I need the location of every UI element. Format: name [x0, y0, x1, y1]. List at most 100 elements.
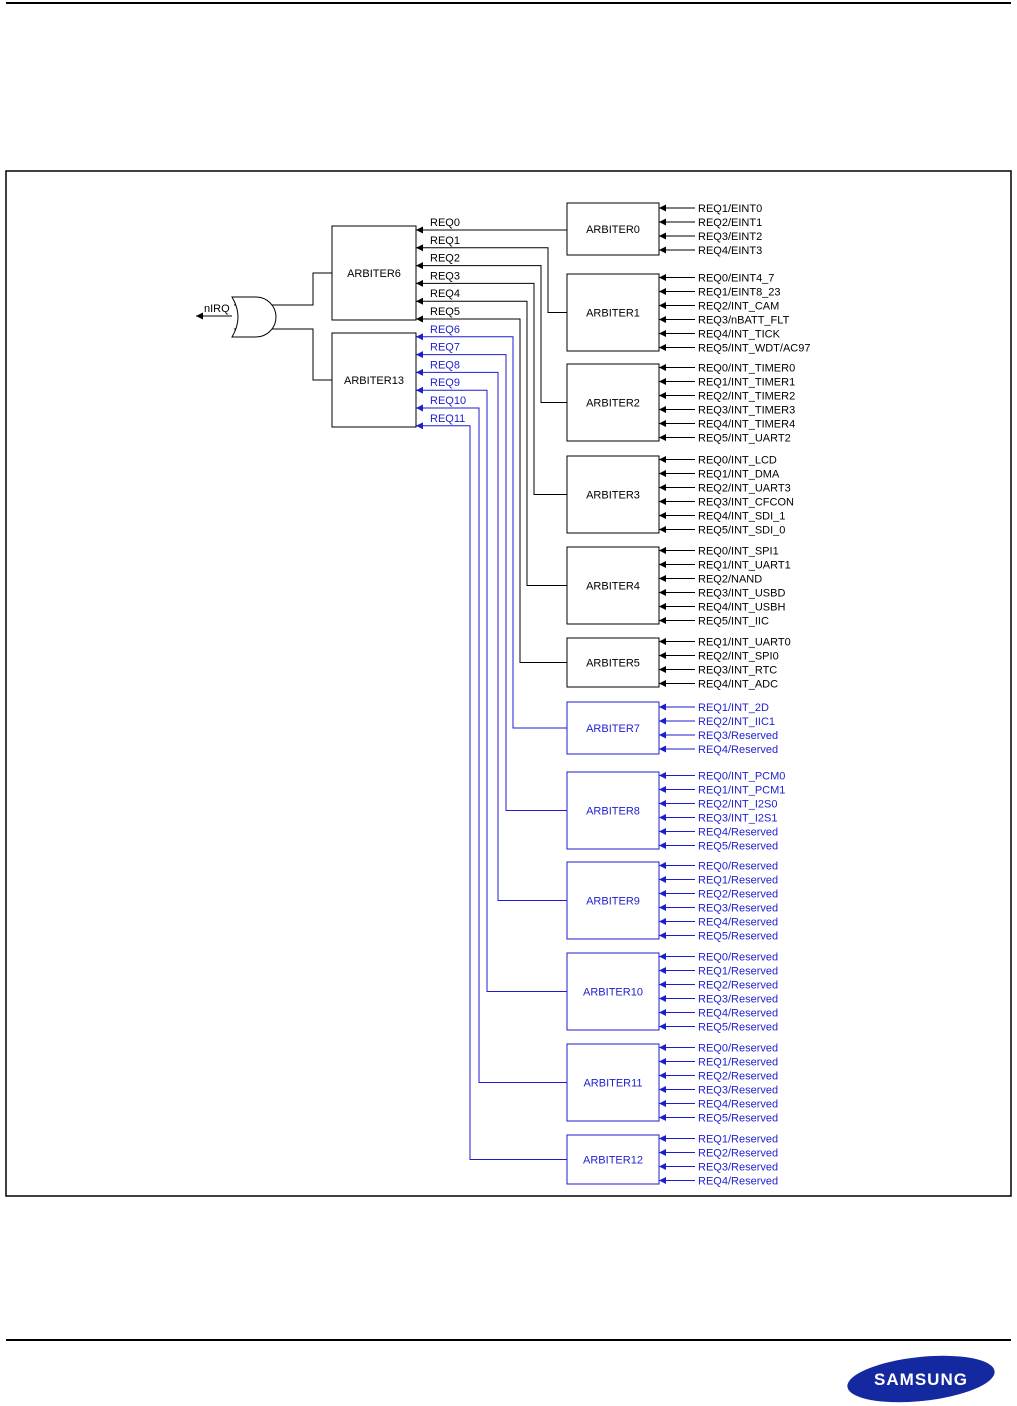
input-label-arbiter8-5: REQ5/Reserved	[698, 841, 778, 853]
input-label-arbiter11-4: REQ4/Reserved	[698, 1099, 778, 1111]
label-arbiter11: ARBITER11	[583, 1078, 642, 1090]
route-arbiter2	[416, 262, 567, 403]
box-arbiter0	[566, 202, 660, 256]
input-label-arbiter4-5: REQ5/INT_IIC	[698, 616, 769, 628]
label-arbiter2: ARBITER2	[586, 398, 640, 410]
box-arbiter10	[566, 952, 660, 1031]
req-label-req0: REQ0	[430, 217, 460, 229]
label-arbiter7: ARBITER7	[586, 723, 640, 735]
header-rule	[6, 2, 1011, 4]
req-label-req1: REQ1	[430, 235, 460, 247]
route-arbiter3	[416, 279, 567, 495]
arbiter-boxes	[331, 202, 660, 1185]
line-arbiter13-to-gate	[234, 325, 332, 381]
input-label-arbiter5-3: REQ4/INT_ADC	[698, 679, 778, 691]
input-label-arbiter12-3: REQ4/Reserved	[698, 1176, 778, 1188]
input-label-arbiter1-1: REQ1/EINT8_23	[698, 287, 781, 299]
input-label-arbiter2-0: REQ0/INT_TIMER0	[698, 363, 795, 375]
input-label-arbiter4-1: REQ1/INT_UART1	[698, 560, 791, 572]
input-label-arbiter9-5: REQ5/Reserved	[698, 931, 778, 943]
input-label-arbiter2-5: REQ5/INT_UART2	[698, 433, 791, 445]
input-label-arbiter12-2: REQ3/Reserved	[698, 1162, 778, 1174]
input-label-arbiter9-0: REQ0/Reserved	[698, 861, 778, 873]
input-label-arbiter1-5: REQ5/INT_WDT/AC97	[698, 343, 810, 355]
box-arbiter12	[566, 1134, 660, 1185]
route-arbiter7	[416, 333, 567, 729]
input-label-arbiter4-4: REQ4/INT_USBH	[698, 602, 785, 614]
input-label-arbiter10-2: REQ2/Reserved	[698, 980, 778, 992]
line-arbiter6-to-gate	[234, 272, 332, 309]
input-label-arbiter1-3: REQ3/nBATT_FLT	[698, 315, 790, 327]
label-arbiter5: ARBITER5	[586, 658, 640, 670]
input-label-arbiter7-0: REQ1/INT_2D	[698, 702, 769, 714]
input-label-arbiter7-1: REQ2/INT_IIC1	[698, 716, 775, 728]
input-label-arbiter12-0: REQ1/Reserved	[698, 1134, 778, 1146]
input-label-arbiter3-5: REQ5/INT_SDI_0	[698, 525, 785, 537]
box-arbiter13	[331, 332, 417, 428]
route-arbiter10	[416, 386, 567, 992]
input-label-arbiter9-3: REQ3/Reserved	[698, 903, 778, 915]
input-label-arbiter10-5: REQ5/Reserved	[698, 1022, 778, 1034]
input-label-arbiter8-2: REQ2/INT_I2S0	[698, 799, 777, 811]
label-arbiter1: ARBITER1	[586, 308, 640, 320]
box-arbiter7	[566, 701, 660, 755]
box-arbiter3	[566, 455, 660, 534]
input-label-arbiter2-3: REQ3/INT_TIMER3	[698, 405, 795, 417]
input-label-arbiter3-0: REQ0/INT_LCD	[698, 455, 777, 467]
input-label-arbiter2-1: REQ1/INT_TIMER1	[698, 377, 795, 389]
route-arbiter1	[416, 244, 567, 313]
input-label-arbiter0-1: REQ2/EINT1	[698, 217, 762, 229]
input-label-arbiter4-0: REQ0/INT_SPI1	[698, 546, 779, 558]
label-arbiter3: ARBITER3	[586, 490, 640, 502]
label-arbiter10: ARBITER10	[583, 987, 643, 999]
route-arbiter5	[416, 315, 567, 663]
req-label-req7: REQ7	[430, 342, 460, 354]
input-label-arbiter8-3: REQ3/INT_I2S1	[698, 813, 777, 825]
and-gate-shape	[231, 296, 277, 338]
req-label-req11: REQ11	[430, 413, 465, 425]
input-label-arbiter10-4: REQ4/Reserved	[698, 1008, 778, 1020]
label-arbiter13: ARBITER13	[344, 375, 404, 387]
label-arbiter12: ARBITER12	[583, 1155, 643, 1167]
input-label-arbiter10-1: REQ1/Reserved	[698, 966, 778, 978]
req-label-req2: REQ2	[430, 253, 460, 265]
input-label-arbiter10-0: REQ0/Reserved	[698, 952, 778, 964]
samsung-logo: SAMSUNG	[847, 1355, 995, 1403]
input-label-arbiter0-2: REQ3/EINT2	[698, 231, 762, 243]
input-label-arbiter2-4: REQ4/INT_TIMER4	[698, 419, 795, 431]
input-label-arbiter4-2: REQ2/NAND	[698, 574, 762, 586]
input-label-arbiter7-3: REQ4/Reserved	[698, 744, 778, 756]
samsung-logo-ellipse	[847, 1355, 995, 1403]
and-gate: nIRQ	[196, 296, 277, 338]
input-label-arbiter11-2: REQ2/Reserved	[698, 1071, 778, 1083]
label-arbiter9: ARBITER9	[586, 896, 640, 908]
input-label-arbiter1-4: REQ4/INT_TICK	[698, 329, 781, 341]
req-label-req8: REQ8	[430, 359, 460, 371]
input-label-arbiter1-2: REQ2/INT_CAM	[698, 301, 779, 313]
input-label-arbiter0-0: REQ1/EINT0	[698, 203, 762, 215]
input-label-arbiter9-2: REQ2/Reserved	[698, 889, 778, 901]
label-arbiter4: ARBITER4	[586, 581, 640, 593]
input-label-arbiter8-1: REQ1/INT_PCM1	[698, 785, 785, 797]
req-label-req5: REQ5	[430, 306, 460, 318]
input-label-arbiter0-3: REQ4/EINT3	[698, 245, 762, 257]
input-label-arbiter11-1: REQ1/Reserved	[698, 1057, 778, 1069]
input-label-arbiter3-1: REQ1/INT_DMA	[698, 469, 780, 481]
input-label-arbiter8-0: REQ0/INT_PCM0	[698, 771, 785, 783]
input-label-arbiter2-2: REQ2/INT_TIMER2	[698, 391, 795, 403]
input-label-arbiter12-1: REQ2/Reserved	[698, 1148, 778, 1160]
route-arbiter11	[416, 404, 567, 1083]
box-arbiter4	[566, 546, 660, 625]
box-arbiter6	[331, 225, 417, 321]
label-arbiter8: ARBITER8	[586, 806, 640, 818]
box-arbiter5	[566, 637, 660, 688]
req-label-req3: REQ3	[430, 270, 460, 282]
req-label-req4: REQ4	[430, 288, 460, 300]
label-arbiter6: ARBITER6	[347, 268, 401, 280]
box-arbiter1	[566, 273, 660, 352]
input-label-arbiter4-3: REQ3/INT_USBD	[698, 588, 785, 600]
diagram-labels: ARBITER6ARBITER13ARBITER0REQ1/EINT0REQ2/…	[344, 203, 810, 1188]
input-label-arbiter1-0: REQ0/EINT4_7	[698, 273, 774, 285]
box-arbiter8	[566, 771, 660, 850]
input-label-arbiter3-3: REQ3/INT_CFCON	[698, 497, 794, 509]
